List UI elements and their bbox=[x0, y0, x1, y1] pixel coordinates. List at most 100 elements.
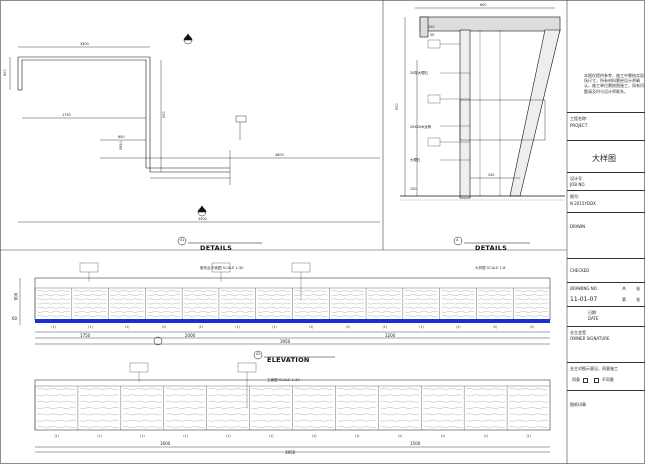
stone-vein bbox=[208, 400, 248, 403]
stone-vein bbox=[423, 394, 463, 397]
drawing-no-label: 图号: bbox=[570, 194, 580, 199]
stone-vein bbox=[423, 388, 463, 390]
stone-vein bbox=[184, 306, 217, 309]
stone-vein bbox=[331, 306, 365, 309]
stone-vein bbox=[251, 394, 291, 397]
job-en: JOB NO. bbox=[570, 182, 586, 187]
stone-vein bbox=[251, 388, 291, 390]
date-label: 日期 bbox=[588, 310, 596, 315]
stone-vein bbox=[220, 290, 254, 292]
module-label: (1) bbox=[398, 434, 403, 438]
stone-vein bbox=[251, 413, 291, 416]
stone-vein bbox=[251, 426, 291, 428]
stone-vein bbox=[73, 290, 107, 292]
module-label: (1) bbox=[272, 325, 277, 329]
disagree-checkbox[interactable] bbox=[593, 377, 599, 383]
disagree-label: 不同意 bbox=[601, 377, 614, 382]
stone-vein bbox=[36, 298, 70, 301]
stone-vein bbox=[404, 298, 438, 301]
stone-vein bbox=[110, 302, 144, 305]
plan-caption: DETAILS 服务台平面图 SCALE 1:30 bbox=[200, 235, 243, 273]
stone-vein bbox=[220, 302, 254, 305]
module-label: (1) bbox=[97, 434, 102, 438]
stone-vein bbox=[257, 294, 291, 296]
stone-vein bbox=[165, 407, 205, 409]
section-label-1: 20厚大理石 bbox=[410, 70, 428, 75]
module-label: (1) bbox=[162, 325, 167, 329]
elev1-dim-total: 3950 bbox=[280, 339, 291, 344]
elev1-dim-seg2: 2000 bbox=[185, 333, 196, 338]
stone-vein bbox=[165, 419, 205, 422]
stone-vein bbox=[466, 413, 506, 416]
module-label: (1) bbox=[346, 325, 351, 329]
date-en: DATE bbox=[588, 316, 599, 321]
stone-vein bbox=[337, 400, 377, 403]
stone-vein bbox=[36, 400, 76, 403]
stone-vein bbox=[294, 311, 328, 313]
stone-vein bbox=[331, 315, 365, 317]
stone-vein bbox=[294, 302, 328, 305]
stone-vein bbox=[220, 306, 254, 309]
stone-vein bbox=[331, 294, 365, 296]
plan-dim-bottom: 4600 bbox=[275, 153, 284, 157]
stone-vein bbox=[515, 315, 549, 317]
elev1-dim-h2: 60 bbox=[12, 316, 18, 321]
stone-vein bbox=[515, 311, 549, 313]
stone-vein bbox=[294, 298, 328, 301]
stone-vein bbox=[208, 407, 248, 409]
module-label: (1) bbox=[88, 325, 93, 329]
stone-vein bbox=[73, 298, 107, 301]
stone-vein bbox=[294, 290, 328, 292]
stone-vein bbox=[380, 400, 420, 403]
stone-vein bbox=[331, 298, 365, 301]
owner-label: 业主会签 bbox=[570, 330, 586, 335]
stone-vein bbox=[509, 419, 549, 422]
section-dim-top: 600 bbox=[480, 3, 486, 7]
module-label: (1) bbox=[140, 434, 145, 438]
title-notes: 本图仅提供参考，施工中需核实现场尺寸，所有材料需经设计师确认，施工单位需按图施工… bbox=[584, 73, 644, 94]
stone-vein bbox=[441, 302, 475, 305]
stone-vein bbox=[423, 407, 463, 409]
stone-vein bbox=[337, 413, 377, 416]
stone-vein bbox=[423, 426, 463, 428]
stone-vein bbox=[509, 388, 549, 390]
stone-vein bbox=[147, 302, 181, 305]
module-label: (1) bbox=[456, 325, 461, 329]
sheet-no: 11-01-07 bbox=[570, 296, 598, 303]
stone-vein bbox=[184, 298, 217, 301]
drawn-label: DRAWN bbox=[570, 224, 586, 229]
stone-vein bbox=[122, 394, 162, 397]
stone-vein bbox=[466, 400, 506, 403]
module-label: (1) bbox=[530, 325, 535, 329]
stone-vein bbox=[466, 419, 506, 422]
stone-vein bbox=[368, 302, 401, 305]
stone-vein bbox=[122, 407, 162, 409]
stone-vein bbox=[337, 394, 377, 397]
stone-vein bbox=[404, 294, 438, 296]
elev2-dim-seg2: 1500 bbox=[410, 441, 421, 446]
section-caption-title: DETAILS bbox=[475, 244, 508, 252]
stone-vein bbox=[36, 290, 70, 292]
page-current-a: 第 bbox=[622, 297, 626, 302]
module-label: (1) bbox=[312, 434, 317, 438]
plan-dim-vertical: 3950 bbox=[119, 141, 123, 150]
stone-vein bbox=[478, 315, 512, 317]
stone-vein bbox=[466, 394, 506, 397]
stone-vein bbox=[478, 311, 512, 313]
stone-vein bbox=[208, 388, 248, 390]
stone-vein bbox=[331, 311, 365, 313]
approval-text: 业主对图示意见，同意施工 bbox=[570, 366, 618, 371]
stone-vein bbox=[466, 407, 506, 409]
plan-dim-top: 3300 bbox=[80, 42, 89, 46]
stone-vein bbox=[110, 311, 144, 313]
stone-vein bbox=[257, 306, 291, 309]
stone-vein bbox=[294, 315, 328, 317]
stone-vein bbox=[337, 419, 377, 422]
drawing-no: N 2015YDDX bbox=[570, 201, 596, 206]
stone-vein bbox=[337, 426, 377, 428]
project-name: PROJECT bbox=[570, 123, 588, 128]
section-dim-base: 150 bbox=[410, 187, 416, 191]
stone-vein bbox=[294, 388, 334, 390]
agree-checkbox[interactable] bbox=[583, 377, 589, 383]
stone-vein bbox=[36, 407, 76, 409]
